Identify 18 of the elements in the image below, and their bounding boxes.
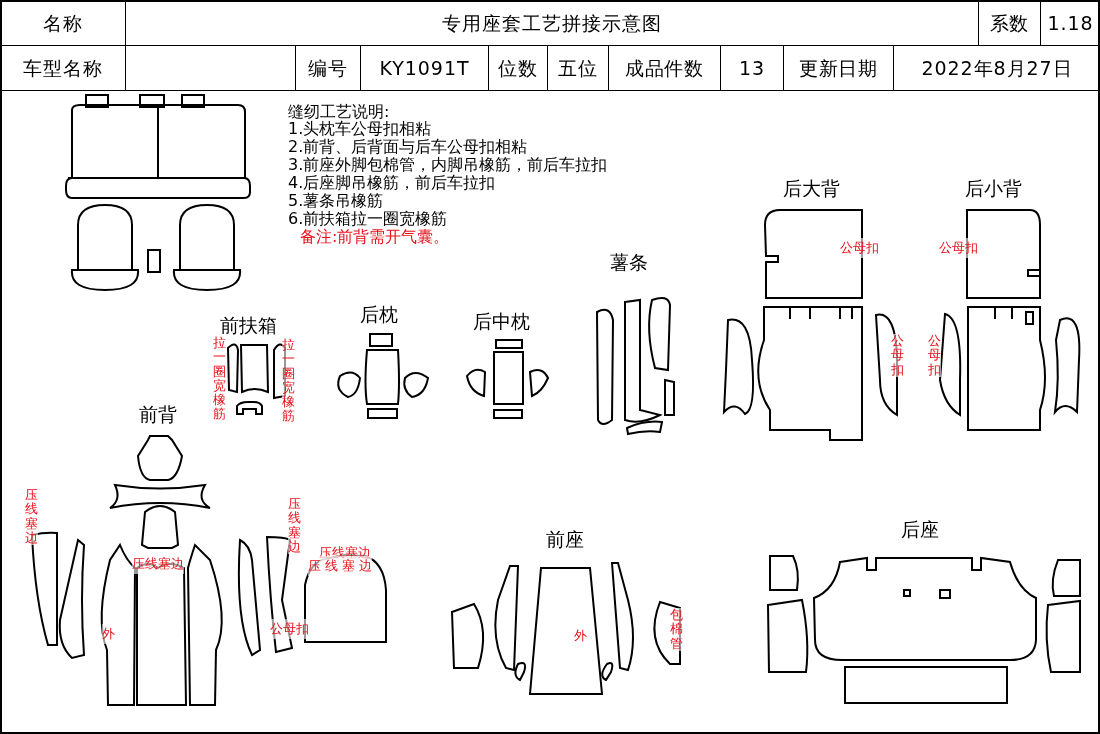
- note-text: 3.前座外脚包棉管，内脚吊橡筋，前后车拉扣: [288, 156, 608, 174]
- note-text: 4.后座脚吊橡筋，前后车拉扣: [288, 174, 496, 192]
- note-text: 1.头枕车公母扣相粘: [288, 120, 432, 138]
- annotation-text: 公母扣: [928, 334, 941, 377]
- note-text: 2.前背、后背面与后车公母扣相粘: [288, 138, 528, 156]
- annotation-text: 拉一圈宽橡筋: [282, 338, 295, 424]
- note-text: 缝纫工艺说明:: [288, 103, 390, 121]
- annotation-text: 公母扣: [939, 238, 978, 258]
- annotation-text: 压线塞边: [132, 554, 184, 574]
- annotation-text: 包棉管: [670, 608, 683, 651]
- annotation-text: 压线塞边: [25, 488, 38, 546]
- annotation-text: 公母扣: [891, 334, 904, 377]
- annotation-text: 公母扣: [840, 238, 879, 258]
- annotation-text: 压线塞边: [288, 497, 301, 555]
- annotation-text: 公母扣: [270, 619, 309, 639]
- annotation-text: 外: [102, 624, 115, 644]
- note-text: 6.前扶箱拉一圈宽橡筋: [288, 210, 448, 228]
- note-text: 5.薯条吊橡筋: [288, 192, 384, 210]
